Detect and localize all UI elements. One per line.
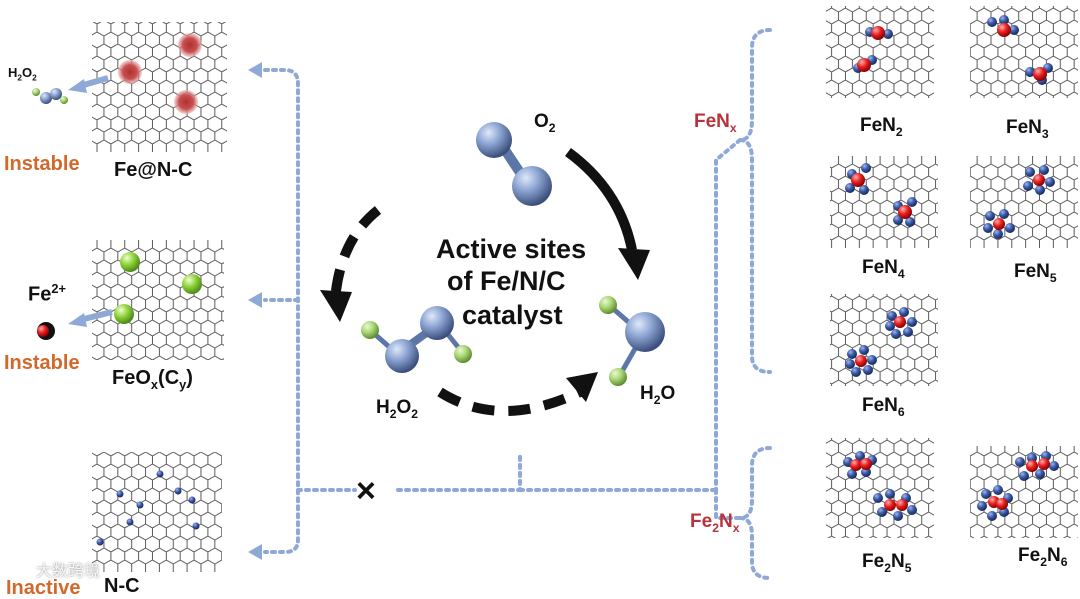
h2o2-small-label: H2O2 bbox=[8, 65, 37, 83]
fe2plus-ion bbox=[37, 322, 55, 340]
graphene-sheet-feox bbox=[92, 240, 224, 360]
fe-nc-label: Fe@N-C bbox=[114, 159, 193, 181]
feox-particle bbox=[114, 304, 134, 324]
cycle-arrowhead-left bbox=[320, 290, 352, 322]
h2o-molecule bbox=[599, 296, 665, 386]
fe-nc-panel bbox=[32, 22, 227, 152]
fen6-label: FeN6 bbox=[862, 395, 905, 419]
fe2n6-label: Fe2N6 bbox=[1018, 545, 1068, 569]
fen6-structure bbox=[830, 294, 938, 386]
o2-label: O2 bbox=[534, 111, 556, 135]
fe-nanoparticle bbox=[174, 90, 198, 114]
cross-mark: × bbox=[356, 472, 376, 510]
graphene-sheet-fe-nc bbox=[92, 22, 227, 152]
fe2plus-label: Fe2+ bbox=[28, 281, 66, 306]
fen5-structure bbox=[970, 156, 1078, 248]
inactive-label: Inactive bbox=[6, 577, 81, 599]
h2o2-molecule-small bbox=[32, 88, 68, 104]
fen2-label: FeN2 bbox=[860, 115, 903, 139]
title-line-3: catalyst bbox=[462, 300, 563, 330]
feox-particle bbox=[120, 252, 140, 272]
fe-nanoparticle bbox=[118, 60, 142, 84]
title-line-2: of Fe/N/C bbox=[447, 266, 566, 296]
cycle-arrowhead-right bbox=[618, 248, 650, 280]
cycle-arrow-left bbox=[330, 206, 382, 301]
instable-label-2: Instable bbox=[4, 352, 80, 374]
cycle-arrowhead-bottom bbox=[566, 372, 598, 402]
nc-panel bbox=[92, 452, 222, 572]
left-dashed-arrowheads bbox=[248, 62, 262, 560]
title-line-1: Active sites bbox=[436, 234, 587, 264]
fen5-label: FeN5 bbox=[1014, 261, 1057, 285]
watermark: 大数跨境 bbox=[36, 563, 101, 580]
fen4-label: FeN4 bbox=[862, 257, 905, 281]
left-dashed-bracket bbox=[263, 68, 722, 554]
instable-label-1: Instable bbox=[4, 153, 80, 175]
fen3-label: FeN3 bbox=[1006, 117, 1049, 141]
release-arrow-head bbox=[68, 313, 87, 327]
fenx-label: FeNx bbox=[694, 111, 737, 135]
release-arrow-shaft bbox=[79, 309, 113, 323]
nc-label: N-C bbox=[104, 575, 140, 597]
fe2n5-label: Fe2N5 bbox=[862, 551, 912, 575]
cycle-arrow-bottom bbox=[437, 387, 583, 416]
fe2nx-label: Fe2Nx bbox=[690, 511, 740, 535]
release-arrow-head bbox=[68, 79, 87, 93]
fen3-structure bbox=[970, 6, 1078, 98]
o2-molecule bbox=[476, 122, 552, 206]
fen4-structure bbox=[830, 156, 938, 248]
feox-label: FeOx(Cy) bbox=[112, 367, 193, 392]
h2o-label: H2O bbox=[640, 383, 676, 407]
h2o2-label: H2O2 bbox=[376, 397, 419, 421]
h2o2-molecule bbox=[361, 306, 472, 373]
fe-nanoparticle bbox=[178, 33, 202, 57]
fe2n6-structure bbox=[970, 446, 1078, 538]
feox-panel bbox=[37, 240, 224, 360]
feox-particle bbox=[182, 274, 202, 294]
graphene-sheet-nc bbox=[92, 452, 222, 572]
fe2n5-structure bbox=[826, 438, 934, 538]
cycle-arrow-right bbox=[565, 147, 637, 252]
reaction-cycle bbox=[320, 122, 665, 416]
right-dashed-braces bbox=[714, 28, 772, 580]
fen2-structure bbox=[826, 6, 934, 98]
nitrogen-dopants bbox=[96, 470, 200, 546]
